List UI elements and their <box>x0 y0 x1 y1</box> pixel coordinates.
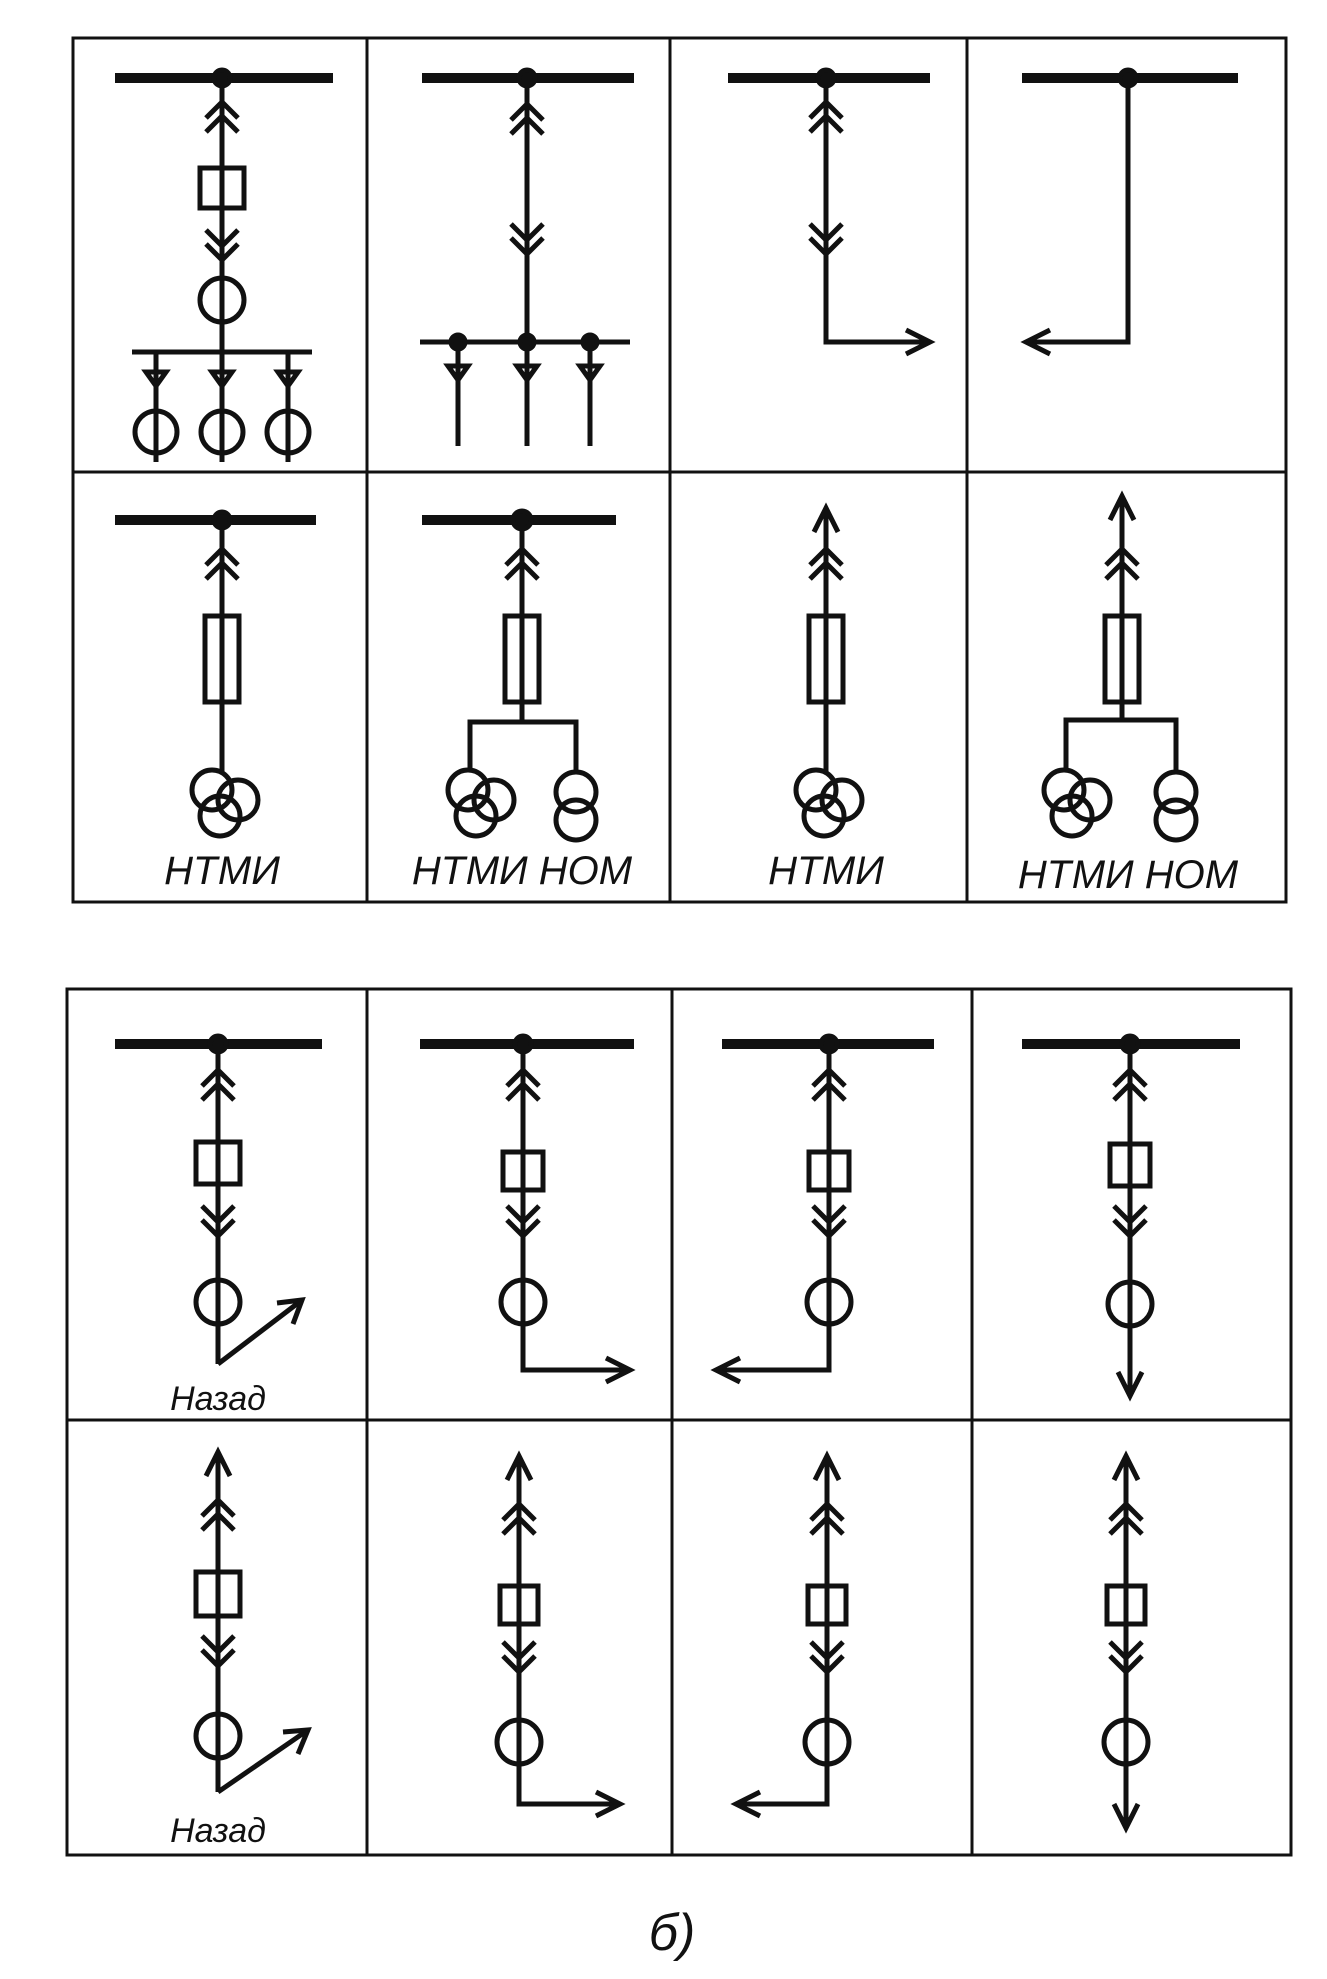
panel-a-grid <box>71 36 1288 904</box>
scheme-b4-feeder-down <box>1022 1033 1240 1402</box>
label-b1: Назад <box>170 1380 266 1418</box>
label-b5: Назад <box>170 1812 266 1850</box>
scheme-b1-feeder-back <box>115 1033 322 1366</box>
scheme-a6-vt-pair <box>422 508 616 843</box>
scheme-b5-feeder-up-back <box>193 1446 312 1795</box>
scheme-a2-disconnector-feeder <box>420 67 634 446</box>
scheme-b8-feeder-up-down <box>1101 1450 1151 1834</box>
scheme-a7-vt-three-winding-up <box>793 502 865 839</box>
scheme-a4-direct-left <box>1020 67 1238 357</box>
scheme-b6-feeder-up-right <box>494 1450 626 1819</box>
label-a8: НТМИ НОМ <box>1018 853 1239 897</box>
panel-b-grid <box>65 987 1293 1857</box>
scheme-a1-breaker-feeder <box>115 67 333 462</box>
scheme-b3-feeder-left <box>710 1033 934 1385</box>
label-a6: НТМИ НОМ <box>412 849 633 893</box>
label-a7: НТМИ <box>768 849 884 893</box>
figure-caption: б) <box>649 1904 696 1962</box>
scheme-b7-feeder-up-left <box>730 1450 852 1819</box>
label-a5: НТМИ <box>164 849 280 893</box>
scheme-b2-feeder-right <box>420 1033 636 1385</box>
scheme-a3-disconnector-right <box>728 67 936 357</box>
scheme-a5-vt-three-winding <box>115 509 316 839</box>
scheme-a8-vt-pair-up <box>1041 490 1199 843</box>
